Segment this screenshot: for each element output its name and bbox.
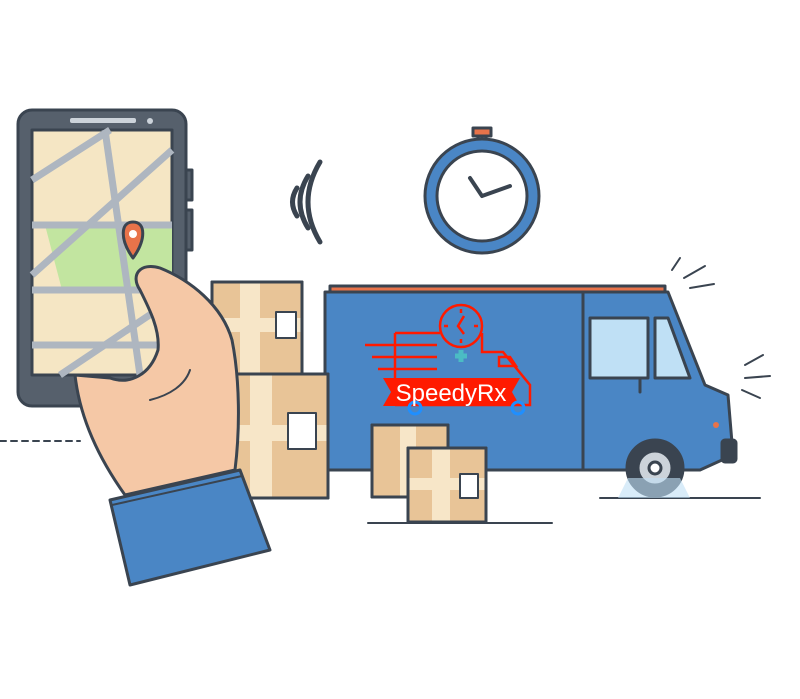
wireless-signal-icon bbox=[290, 159, 323, 245]
hand bbox=[73, 265, 272, 587]
brand-name: SpeedyRx bbox=[396, 380, 507, 407]
smartphone bbox=[16, 108, 194, 408]
stopwatch-icon bbox=[423, 126, 541, 255]
speedyrx-logo bbox=[365, 303, 532, 416]
location-pin-icon bbox=[121, 220, 145, 260]
